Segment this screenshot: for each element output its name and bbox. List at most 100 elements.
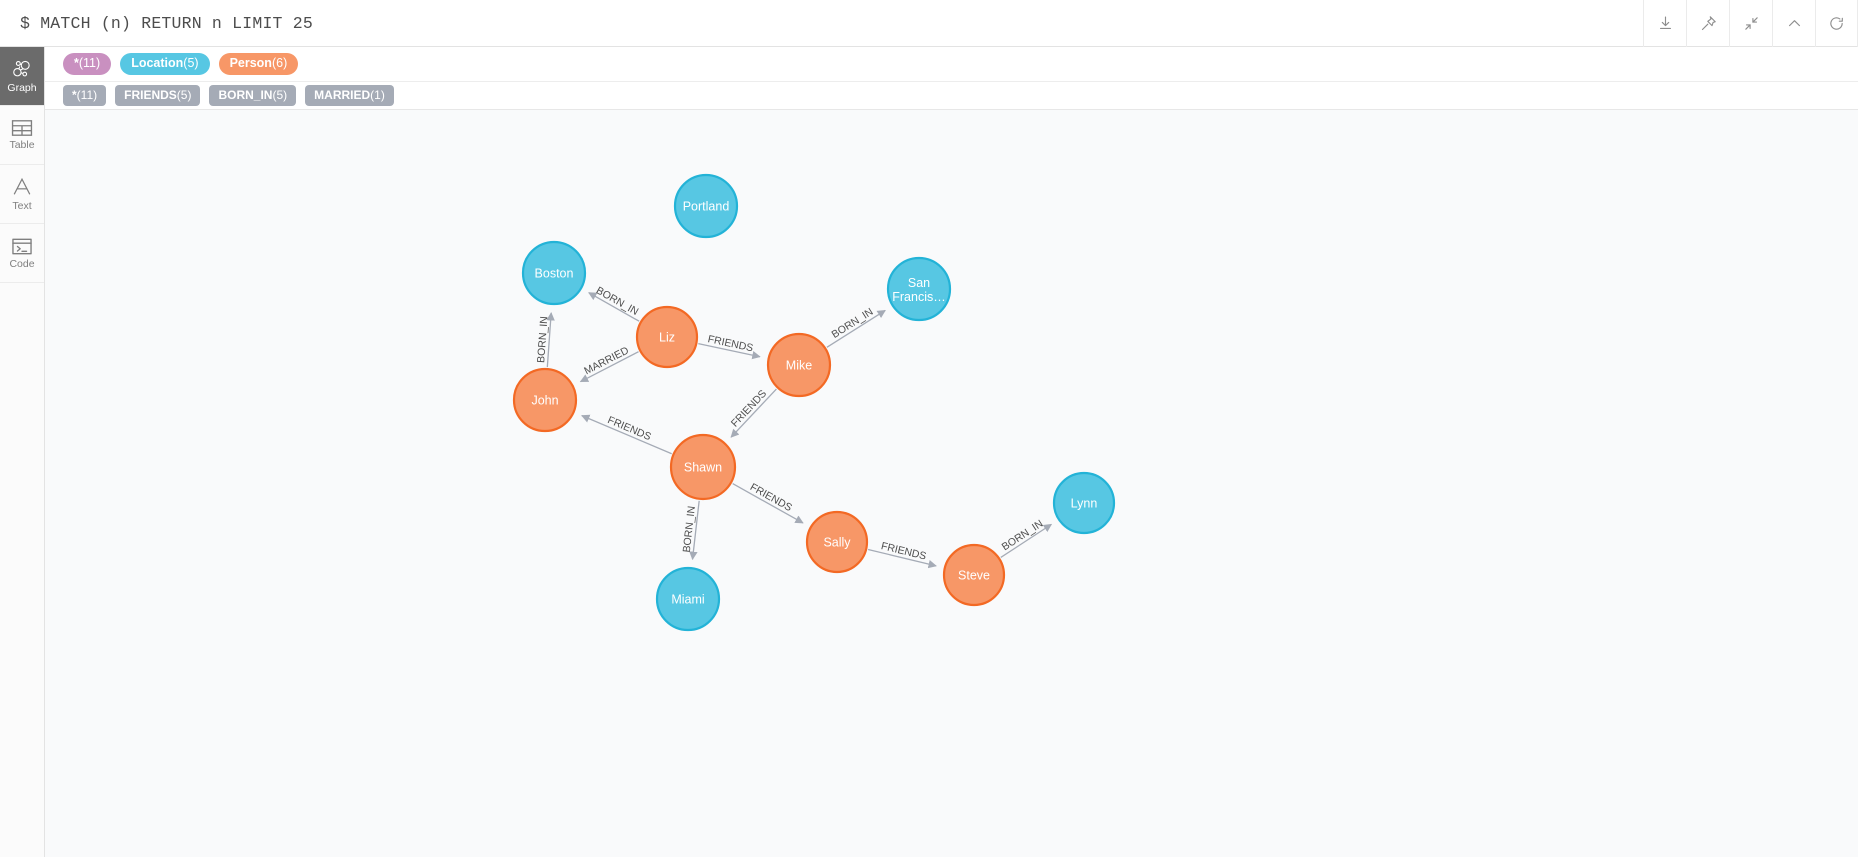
- chip-count: (11): [76, 88, 98, 102]
- legend-chip-person[interactable]: Person(6): [218, 53, 299, 75]
- relationship-line: [698, 343, 761, 360]
- chip-label: BORN_IN: [218, 88, 273, 102]
- graph-node[interactable]: Boston: [521, 240, 587, 306]
- legend-chip-wildcard-rels[interactable]: *(11): [63, 85, 107, 106]
- chip-label: MARRIED: [314, 88, 371, 102]
- graph-node[interactable]: Mike: [766, 332, 832, 398]
- sidebar-item-label: Code: [9, 257, 35, 270]
- sidebar-item-label: Graph: [7, 82, 37, 95]
- graph-relationship[interactable]: BORN_IN: [588, 285, 641, 322]
- download-icon[interactable]: [1643, 0, 1686, 47]
- legend-chip-born-in[interactable]: BORN_IN(5): [209, 85, 297, 106]
- edges-layer: BORN_IN BORN_IN MARRIED FRIENDS BORN_IN FRIEN…: [535, 285, 1053, 569]
- graph-node[interactable]: John: [512, 367, 578, 433]
- query-input[interactable]: $ MATCH (n) RETURN n LIMIT 25: [20, 13, 313, 33]
- chip-count: (11): [78, 56, 101, 71]
- relationship-label: FRIENDS: [880, 540, 928, 562]
- refresh-icon[interactable]: [1815, 0, 1858, 47]
- graph-relationship[interactable]: FRIENDS: [581, 414, 672, 455]
- chip-label: Person: [229, 56, 272, 71]
- chip-count: (5): [183, 56, 199, 71]
- node-circle[interactable]: [673, 173, 739, 239]
- chip-count: (5): [272, 88, 288, 102]
- relationship-line: [1000, 523, 1053, 559]
- chip-label: *: [74, 56, 79, 71]
- relationship-line: [588, 292, 640, 322]
- relationship-type-legend: *(11) FRIENDS(5) BORN_IN(5) MARRIED(1): [45, 81, 1858, 109]
- node-circle[interactable]: [512, 367, 578, 433]
- relationship-label: BORN_IN: [830, 306, 876, 341]
- relationship-line: [546, 312, 555, 368]
- collapse-icon[interactable]: [1729, 0, 1772, 47]
- relationship-label: BORN_IN: [681, 505, 698, 553]
- graph-relationship[interactable]: FRIENDS: [698, 333, 761, 360]
- legend-chip-location[interactable]: Location(5): [120, 53, 210, 75]
- relationship-label: BORN_IN: [1000, 518, 1046, 554]
- graph-node[interactable]: Miami: [655, 566, 721, 632]
- legend-chip-married[interactable]: MARRIED(1): [305, 85, 394, 106]
- node-circle[interactable]: [886, 256, 952, 322]
- node-circle[interactable]: [942, 543, 1006, 607]
- view-sidebar: Graph Table Text Code: [0, 47, 45, 857]
- relationship-line: [826, 309, 886, 348]
- node-circle[interactable]: [766, 332, 832, 398]
- graph-relationship[interactable]: MARRIED: [579, 344, 639, 383]
- node-circle[interactable]: [805, 510, 869, 574]
- relationship-line: [581, 414, 672, 455]
- graph-relationship[interactable]: BORN_IN: [826, 306, 886, 348]
- graph-legend: *(11) Location(5) Person(6) *(11) FRIEND…: [45, 47, 1858, 110]
- graph-node[interactable]: Liz: [635, 305, 699, 369]
- code-icon: [11, 237, 33, 256]
- legend-chip-wildcard-nodes[interactable]: *(11): [63, 53, 112, 75]
- text-icon: [11, 176, 33, 198]
- graph-node[interactable]: Lynn: [1052, 471, 1116, 535]
- node-circle[interactable]: [669, 433, 737, 501]
- relationship-line: [867, 548, 937, 569]
- graph-relationship[interactable]: FRIENDS: [867, 540, 937, 569]
- query-toolbar: [1643, 0, 1858, 47]
- legend-chip-friends[interactable]: FRIENDS(5): [115, 85, 201, 106]
- relationship-label: MARRIED: [582, 344, 631, 377]
- sidebar-item-text[interactable]: Text: [0, 165, 44, 224]
- graph-node[interactable]: SanFrancis…: [886, 256, 952, 322]
- pin-icon[interactable]: [1686, 0, 1729, 47]
- relationship-label: FRIENDS: [707, 333, 755, 354]
- graph-relationship[interactable]: BORN_IN: [681, 500, 700, 561]
- node-circle[interactable]: [655, 566, 721, 632]
- graph-node[interactable]: Portland: [673, 173, 739, 239]
- chip-count: (1): [370, 88, 385, 102]
- graph-relationship[interactable]: FRIENDS: [732, 481, 804, 524]
- node-circle[interactable]: [1052, 471, 1116, 535]
- graph-relationship[interactable]: BORN_IN: [535, 312, 555, 368]
- sidebar-item-code[interactable]: Code: [0, 224, 44, 283]
- chip-label: FRIENDS: [124, 88, 177, 102]
- graph-visualization[interactable]: BORN_IN BORN_IN MARRIED FRIENDS BORN_IN FRIEN…: [45, 110, 1858, 857]
- chip-label: *: [72, 88, 77, 102]
- chip-label: Location: [131, 56, 184, 71]
- graph-relationship[interactable]: FRIENDS: [729, 388, 777, 438]
- graph-relationship[interactable]: BORN_IN: [1000, 518, 1053, 559]
- sidebar-item-graph[interactable]: Graph: [0, 47, 44, 106]
- relationship-label: BORN_IN: [594, 285, 641, 318]
- sidebar-item-label: Table: [9, 139, 35, 152]
- chip-count: (5): [176, 88, 192, 102]
- relationship-label: FRIENDS: [748, 481, 794, 514]
- sidebar-item-table[interactable]: Table: [0, 106, 44, 165]
- chip-count: (6): [271, 56, 288, 71]
- graph-canvas[interactable]: BORN_IN BORN_IN MARRIED FRIENDS BORN_IN FRIEN…: [45, 110, 1858, 857]
- relationship-label: BORN_IN: [535, 316, 550, 363]
- table-icon: [11, 119, 33, 137]
- graph-node[interactable]: Shawn: [669, 433, 737, 501]
- sidebar-item-label: Text: [12, 200, 32, 213]
- node-circle[interactable]: [635, 305, 699, 369]
- node-label-legend: *(11) Location(5) Person(6): [45, 47, 1858, 81]
- graph-node[interactable]: Steve: [942, 543, 1006, 607]
- relationship-line: [689, 500, 700, 561]
- relationship-line: [579, 351, 639, 383]
- graph-node[interactable]: Sally: [805, 510, 869, 574]
- node-circle[interactable]: [521, 240, 587, 306]
- chevron-up-icon[interactable]: [1772, 0, 1815, 47]
- relationship-label: FRIENDS: [729, 388, 769, 430]
- relationship-line: [730, 388, 777, 438]
